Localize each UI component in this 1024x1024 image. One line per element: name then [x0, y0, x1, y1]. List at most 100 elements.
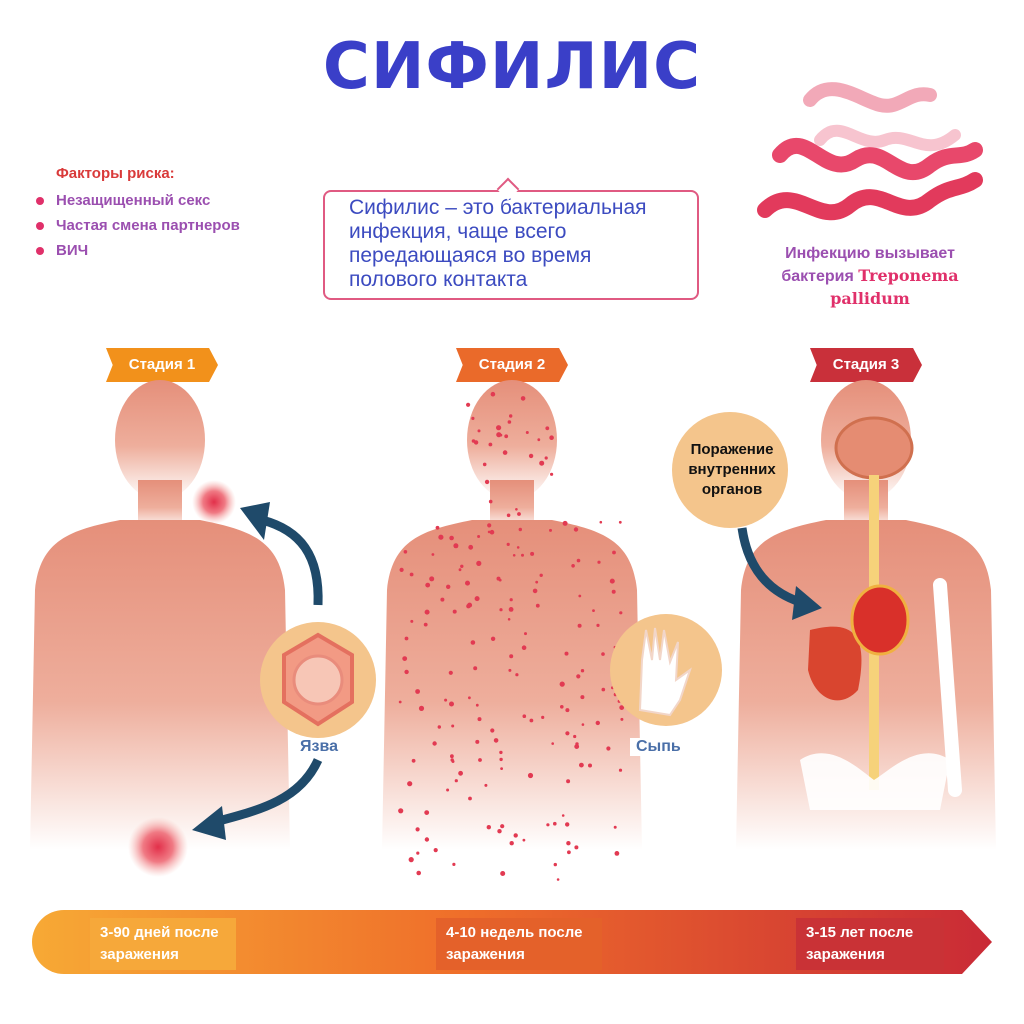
rash-dot — [471, 416, 475, 420]
rash-dot — [565, 822, 570, 827]
bullet-icon — [36, 197, 44, 205]
rash-dot — [565, 731, 570, 736]
rash-dot — [522, 838, 526, 842]
brain-icon — [834, 416, 914, 480]
rash-dot — [467, 602, 473, 608]
rash-dot — [497, 829, 502, 834]
rash-dot — [549, 435, 554, 440]
rash-dot — [521, 645, 527, 650]
heart-icon — [850, 584, 910, 656]
rash-dot — [408, 857, 414, 863]
rash-dot — [431, 553, 435, 556]
rash-dot — [493, 738, 499, 743]
rash-dot — [424, 609, 430, 615]
rash-dot — [562, 520, 568, 526]
rash-dot — [601, 687, 606, 692]
stage-1-body — [30, 380, 290, 850]
rash-dot — [449, 701, 454, 707]
risk-factor-item: Незащищенный секс — [36, 192, 240, 217]
rash-dot — [551, 742, 554, 745]
rash-dot — [410, 619, 414, 623]
rash-dot — [500, 871, 506, 876]
stage-2-body — [382, 380, 642, 850]
rash-dot — [521, 553, 524, 557]
rash-dot — [517, 512, 521, 516]
rash-dot — [484, 479, 490, 485]
definition-callout: Сифилис – это бактериальная инфекция, ча… — [323, 190, 699, 300]
rash-dot — [525, 431, 529, 434]
rash-dot — [409, 572, 414, 577]
rash-dot — [601, 652, 605, 656]
rash-dot — [424, 837, 430, 842]
rash-dot — [402, 656, 408, 661]
rash-dot — [398, 808, 404, 814]
rash-dot — [473, 440, 479, 445]
rash-dot — [613, 825, 617, 829]
rash-dot — [618, 520, 622, 524]
rash-dot — [452, 609, 457, 614]
bacteria-caption: Инфекцию вызывает бактерия Treponema pal… — [781, 245, 959, 308]
rash-dot — [573, 527, 579, 532]
rash-dot — [500, 767, 503, 770]
rash-dot — [515, 673, 519, 677]
rash-dot — [581, 723, 585, 726]
rash-dot — [506, 542, 510, 546]
rash-dot — [559, 681, 565, 687]
rash-dot — [592, 609, 595, 612]
rash-dot — [532, 588, 538, 594]
rash-dot — [618, 768, 623, 772]
risk-factors-heading: Факторы риска: — [56, 165, 175, 182]
stage-1-tag: Стадия 1 — [106, 348, 218, 382]
rash-dot — [437, 725, 441, 729]
rash-dot — [576, 558, 581, 563]
rash-dot — [475, 703, 479, 707]
rash-dot — [565, 708, 570, 713]
arrow-to-mouth — [260, 515, 323, 606]
arm-bone-icon — [933, 578, 962, 797]
rash-dot — [450, 754, 454, 759]
rash-dot — [398, 700, 402, 704]
rash-dot — [614, 851, 620, 856]
rash-dot — [418, 705, 425, 711]
rash-dot — [488, 442, 493, 447]
rash-dot — [416, 851, 420, 855]
rash-dot — [468, 544, 474, 550]
rash-dot — [527, 772, 534, 779]
rash-dot — [508, 668, 512, 672]
rash-dot — [432, 741, 437, 746]
rash-dot — [507, 420, 512, 424]
rash-dot — [425, 582, 431, 588]
rash-dot — [500, 824, 505, 829]
arrow-to-organs — [737, 527, 802, 607]
mouth-ulcer-spot — [192, 480, 236, 524]
hand-rash-icon — [638, 627, 692, 717]
rash-dot — [535, 603, 540, 608]
rash-dot — [609, 578, 615, 584]
stage-2-tag: Стадия 2 — [456, 348, 568, 382]
rash-dot — [550, 472, 554, 476]
rash-dot — [466, 402, 471, 407]
rash-dot — [611, 589, 616, 594]
stage-1-duration: 3-90 дней после заражения — [90, 918, 236, 970]
rash-dot — [597, 560, 601, 564]
rash-dot — [460, 564, 464, 568]
rash-dot — [537, 438, 541, 442]
risk-factor-item: Частая смена партнеров — [36, 217, 240, 242]
rash-dot — [484, 783, 488, 787]
rash-dot — [556, 878, 560, 881]
stage-2-duration: 4-10 недель после заражения — [436, 918, 602, 970]
rash-dot — [541, 715, 545, 719]
rash-dot — [458, 770, 463, 776]
rash-dot — [579, 762, 584, 768]
rash-dot — [490, 728, 495, 733]
rash-dot — [499, 608, 503, 612]
arrow-head-icon — [240, 502, 270, 540]
bullet-icon — [36, 222, 44, 230]
rash-dot — [509, 414, 513, 418]
arrow-to-groin — [213, 758, 323, 827]
rash-dot — [490, 391, 496, 397]
rash-dot — [423, 622, 428, 627]
rash-dot — [529, 718, 534, 723]
liver-icon — [808, 626, 862, 701]
rash-dot — [499, 750, 503, 755]
